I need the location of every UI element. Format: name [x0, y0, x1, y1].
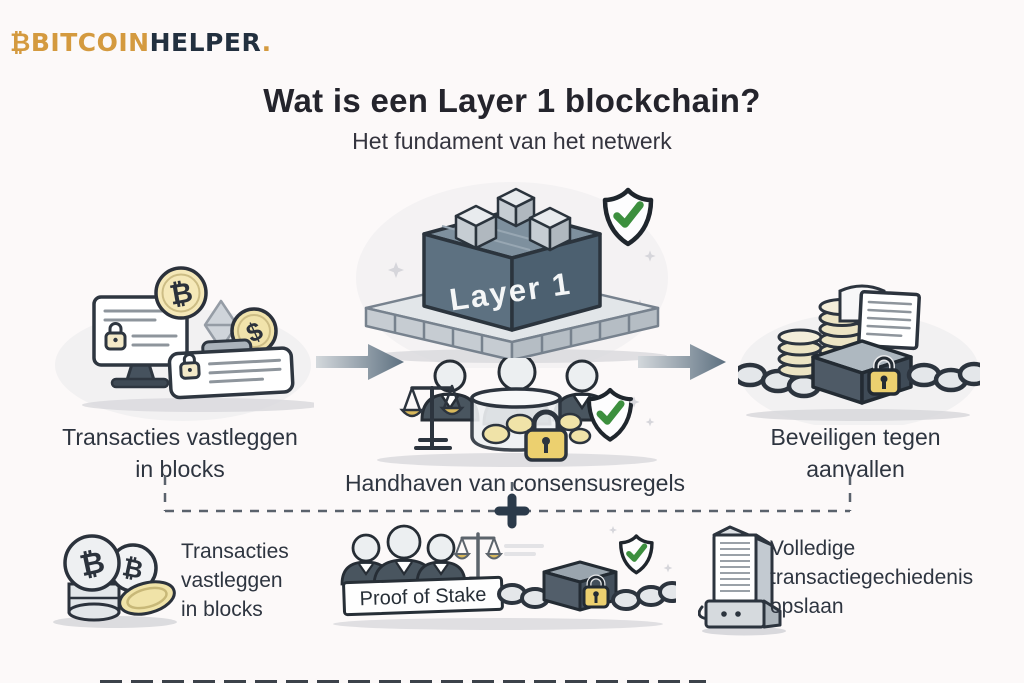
arrow-left-to-center-icon	[316, 344, 404, 380]
shield-check-icon	[618, 534, 654, 575]
coin-cylinder	[67, 582, 121, 622]
sparkle-icons	[628, 396, 655, 427]
ground-shadow	[333, 618, 663, 630]
bitcoin-coin-icon: ₿	[154, 266, 208, 320]
security-illustration	[738, 284, 980, 425]
brand-name-gold: BITCOIN	[30, 28, 150, 57]
ground-shadow	[377, 453, 657, 467]
shield-check-icon	[586, 387, 634, 442]
plus-icon	[494, 493, 530, 529]
connector-bracket	[163, 476, 852, 529]
bitcoin-symbol-icon: ₿	[10, 28, 31, 57]
ledger-card-icon	[167, 338, 295, 400]
block-cubes-icon	[454, 187, 572, 252]
sparkle-icons	[609, 526, 673, 573]
scale-icon	[452, 532, 504, 580]
right-step-label-line2: aanvallen	[806, 456, 905, 482]
bitcoin-glyph: ₿	[167, 275, 195, 311]
ground-shadow	[702, 626, 786, 636]
bitcoin-coin-icon-1: ₿	[63, 534, 121, 592]
right-step-label-line1: Beveiligen tegen	[770, 424, 941, 450]
server-illustration	[698, 525, 786, 636]
ground-shadow	[746, 409, 970, 421]
transactions-illustration: ₿ $	[55, 266, 314, 421]
record-transactions-line2: vastleggen	[181, 569, 283, 592]
ghost-lines	[504, 544, 544, 556]
brand-dot: .	[261, 28, 272, 57]
brand-logo: ₿BITCOINHELPER.	[10, 28, 272, 58]
cropped-bottom-line	[100, 680, 706, 683]
layer1-box	[422, 208, 602, 332]
shield-check-icon	[602, 187, 654, 247]
safe-box-icon	[811, 339, 913, 405]
chain-right-icon	[906, 361, 980, 393]
brand-name-dark: HELPER	[149, 28, 262, 57]
monitor-icon	[92, 295, 189, 389]
history-storage-text: Volledige transactiegechiedenis opslaan	[770, 534, 1005, 621]
history-storage-line1: Volledige	[770, 537, 856, 560]
server-tower-icon	[704, 525, 782, 629]
history-storage-line3: opslaan	[770, 595, 844, 618]
consensus-illustration	[377, 358, 657, 467]
proof-of-stake-illustration: Proof of Stake	[333, 524, 676, 630]
record-transactions-text: Transacties vastleggen in blocks	[181, 537, 321, 624]
center-step-label: Handhaven van consensusregels	[344, 470, 686, 496]
proof-of-stake-label: Proof of Stake	[359, 584, 486, 610]
padlock-icon	[524, 409, 568, 462]
page-subtitle: Het fundament van het netwerk	[352, 128, 672, 154]
left-step-label-line1: Transacties vastleggen	[62, 424, 298, 450]
validator-figures	[340, 524, 467, 588]
chain-icon	[497, 583, 550, 609]
scale-icon	[399, 384, 465, 450]
history-storage-line2: transactiegechiedenis	[770, 566, 974, 589]
record-transactions-line3: in blocks	[181, 598, 263, 621]
record-transactions-line1: Transacties	[181, 540, 289, 563]
layer1-illustration: Layer 1	[356, 182, 668, 368]
ledger-document-icon	[838, 284, 921, 351]
ground-shadow	[82, 398, 314, 412]
arrow-center-to-right-icon	[638, 344, 726, 380]
proof-of-stake-banner: Proof of Stake	[342, 575, 504, 617]
left-step-label-line2: in blocks	[135, 456, 225, 482]
left-step-label: Transacties vastleggen in blocks	[20, 421, 340, 485]
chain-icon-right	[611, 581, 676, 611]
coins-illustration: ₿ ₿	[53, 534, 177, 628]
gold-coin-icon	[118, 580, 176, 616]
stake-box-icon	[542, 560, 618, 612]
right-step-label: Beveiligen tegen aanvallen	[718, 421, 993, 485]
page-title: Wat is een Layer 1 blockchain?	[263, 82, 761, 119]
